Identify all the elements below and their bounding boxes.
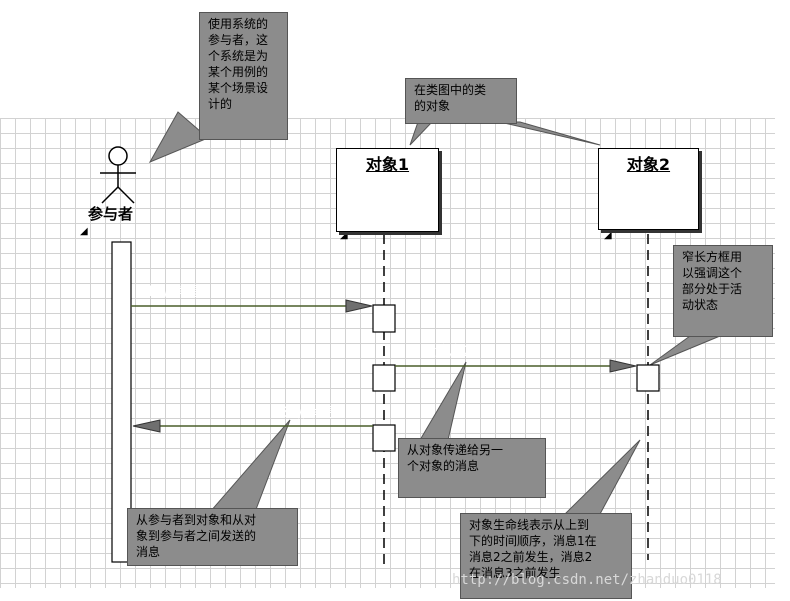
note-message-actor: 从参与者到对象和从对 象到参与者之间发送的 消息 [127,508,298,566]
object-box-1: 对象1 [336,148,439,232]
callout-wedge-actor [148,111,209,164]
message-label-3: 3: //消息3 [280,405,345,421]
actor-head [108,146,128,166]
corner-mark: ◢ [80,226,88,237]
message-arrowhead-3 [132,419,161,433]
message-label-1: 1: //消息1 [146,284,211,300]
note-message-between: 从对象传递给另一 个对象的消息 [398,438,546,498]
activation-box-3 [372,424,396,452]
corner-mark: ◢ [340,230,348,241]
corner-mark: ◢ [604,230,612,241]
message-arrowhead-1 [345,299,373,313]
callout-wedge-object1 [409,121,434,146]
actor-leg-right [117,186,135,204]
callout-wedge-object2 [499,121,601,146]
callout-wedge-message2 [419,361,467,441]
activation-box-4 [636,364,660,392]
callout-wedge-activation [649,335,721,366]
object-box-2: 对象2 [598,148,699,230]
note-actor: 使用系统的 参与者，这 个系统是为 某个用例的 某个场景设 计的 [199,12,288,140]
note-class-object: 在类图中的类 的对象 [405,78,517,124]
actor-figure [100,146,136,204]
actor-label: 参与者 [88,205,134,223]
actor-activation-bar [111,241,132,563]
object-title-1: 对象1 [365,155,410,174]
activation-box-1 [372,304,396,333]
callout-wedge-lifeline [563,439,641,515]
message-label-2: 2: //消息2 [407,344,472,360]
message-arrowhead-2 [609,359,637,373]
note-activation: 窄长方框用 以强调这个 部分处于活 动状态 [673,245,773,337]
activation-box-2 [372,364,396,392]
callout-wedge-message3 [208,419,291,513]
actor-leg-left [101,186,119,204]
watermark: http://blog.csdn.net/zhanduo0118 [452,572,722,588]
note-lifeline: 对象生命线表示从上到 下的时间顺序，消息1在 消息2之前发生，消息2 在消息3之… [460,513,632,599]
object-title-2: 对象2 [626,155,671,174]
